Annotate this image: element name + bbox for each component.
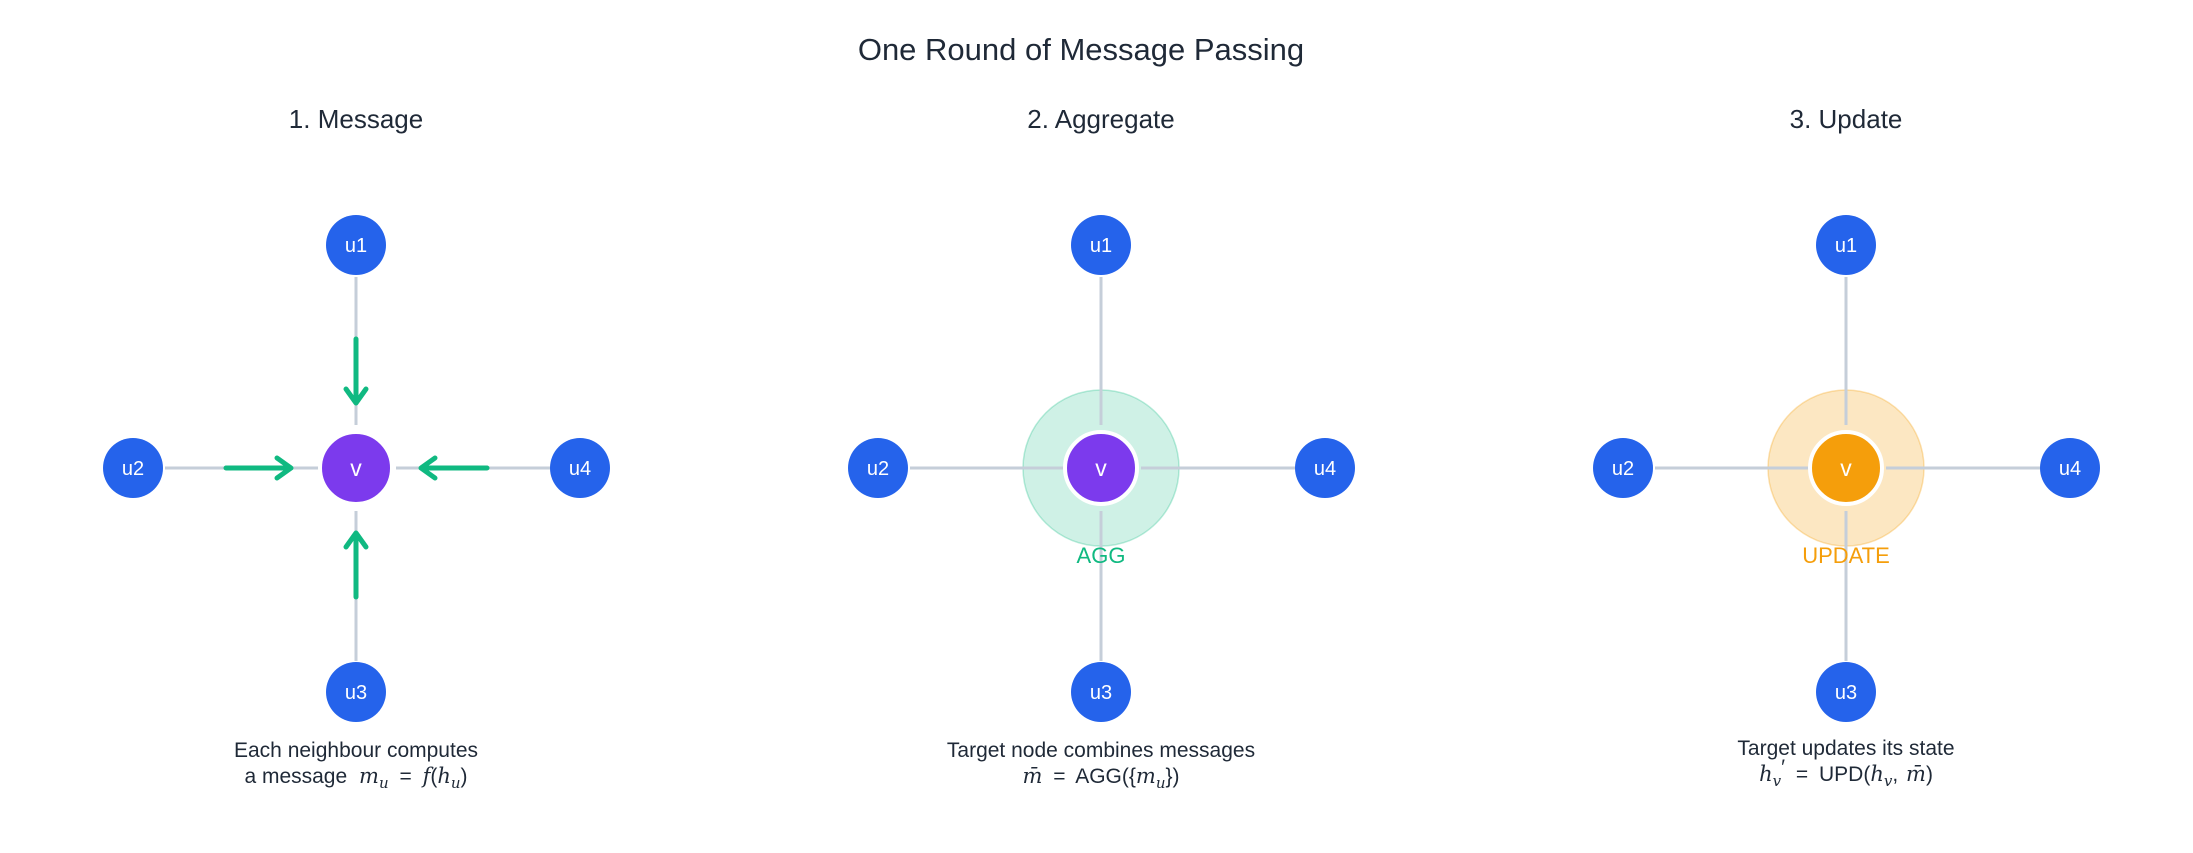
panel-title: 3. Update bbox=[1790, 104, 1903, 134]
prime-mark: ′ bbox=[1781, 756, 1785, 779]
neighbour-node-u4: u4 bbox=[1295, 438, 1355, 498]
edges bbox=[910, 277, 1296, 661]
paren-close: ) bbox=[1926, 763, 1933, 786]
message-arrow-from-u1 bbox=[343, 336, 369, 406]
message-arrow-from-u2 bbox=[223, 455, 294, 481]
target-node-v: v bbox=[318, 430, 394, 506]
node-label: u4 bbox=[2059, 458, 2081, 480]
comma: , bbox=[1892, 763, 1898, 786]
subscript-u: u bbox=[451, 774, 461, 792]
panel-update: 3. Update u1 u2 u3 u4 v UPDATE bbox=[1593, 104, 2100, 790]
figure-title: One Round of Message Passing bbox=[858, 32, 1304, 67]
caption-formula: hv′ = UPD(hv, m̄) bbox=[1759, 756, 1933, 790]
brace-open: ({ bbox=[1122, 765, 1136, 788]
agg-label: AGG bbox=[1077, 543, 1126, 568]
symbol-h: h bbox=[1759, 762, 1773, 786]
equals-sign: = bbox=[1053, 765, 1065, 788]
node-label: u1 bbox=[345, 235, 367, 257]
panel-title: 1. Message bbox=[289, 104, 423, 134]
node-label: u3 bbox=[1835, 682, 1857, 704]
message-arrow-from-u3 bbox=[343, 530, 369, 600]
subscript-v: v bbox=[1773, 772, 1782, 790]
panel-title: 2. Aggregate bbox=[1027, 104, 1174, 134]
caption-prefix: a message bbox=[244, 765, 347, 788]
edges bbox=[1655, 277, 2041, 661]
symbol-m-bar: m̄ bbox=[1022, 764, 1042, 788]
node-label: v bbox=[1095, 455, 1107, 481]
node-label: v bbox=[1840, 455, 1852, 481]
node-label: u3 bbox=[345, 682, 367, 704]
target-node-v: v bbox=[1063, 430, 1139, 506]
panel-aggregate: 2. Aggregate u1 u2 u3 u4 v AGG bbox=[848, 104, 1355, 792]
subscript-v: v bbox=[1884, 772, 1893, 790]
target-node-v-updated: v bbox=[1808, 430, 1884, 506]
node-label: u1 bbox=[1835, 235, 1857, 257]
node-label: u2 bbox=[867, 458, 889, 480]
neighbour-node-u4: u4 bbox=[2040, 438, 2100, 498]
caption-line-1: Target node combines messages bbox=[947, 739, 1255, 762]
paren-close: ) bbox=[461, 765, 468, 788]
brace-close: }) bbox=[1166, 765, 1180, 788]
node-label: u4 bbox=[569, 458, 591, 480]
neighbour-node-u4: u4 bbox=[550, 438, 610, 498]
node-label: u1 bbox=[1090, 235, 1112, 257]
symbol-h: h bbox=[437, 764, 451, 788]
equals-sign: = bbox=[399, 765, 411, 788]
message-arrows bbox=[223, 336, 490, 600]
agg-operator: AGG bbox=[1075, 765, 1122, 788]
subscript-u: u bbox=[1156, 774, 1166, 792]
node-label: u2 bbox=[122, 458, 144, 480]
paren-open: ( bbox=[430, 765, 437, 788]
symbol-h: h bbox=[1870, 762, 1884, 786]
neighbour-node-u1: u1 bbox=[326, 215, 386, 275]
node-label: u3 bbox=[1090, 682, 1112, 704]
neighbour-node-u3: u3 bbox=[326, 662, 386, 722]
neighbour-node-u2: u2 bbox=[848, 438, 908, 498]
symbol-m: m bbox=[1136, 764, 1156, 788]
paren-open: ( bbox=[1863, 763, 1870, 786]
caption-line-1: Target updates its state bbox=[1737, 737, 1954, 760]
symbol-m-bar: m̄ bbox=[1906, 762, 1926, 786]
neighbour-node-u3: u3 bbox=[1071, 662, 1131, 722]
panel-message: 1. Message bbox=[103, 104, 610, 793]
node-label: u2 bbox=[1612, 458, 1634, 480]
message-arrow-from-u4 bbox=[418, 455, 490, 481]
upd-operator: UPD bbox=[1819, 763, 1863, 786]
equals-sign: = bbox=[1796, 763, 1808, 786]
neighbour-node-u2: u2 bbox=[103, 438, 163, 498]
caption-formula: a message mu = f(hu) bbox=[244, 764, 467, 793]
symbol-m: m bbox=[359, 764, 379, 788]
node-label: u4 bbox=[1314, 458, 1336, 480]
symbol-f: f bbox=[421, 764, 434, 788]
subscript-u: u bbox=[379, 774, 389, 792]
node-label: v bbox=[350, 455, 362, 481]
neighbour-node-u1: u1 bbox=[1816, 215, 1876, 275]
update-label: UPDATE bbox=[1802, 543, 1890, 568]
caption-formula: m̄ = AGG({mu}) bbox=[1022, 764, 1179, 792]
neighbour-node-u2: u2 bbox=[1593, 438, 1653, 498]
caption-line-1: Each neighbour computes bbox=[234, 739, 478, 762]
neighbour-node-u3: u3 bbox=[1816, 662, 1876, 722]
neighbour-node-u1: u1 bbox=[1071, 215, 1131, 275]
